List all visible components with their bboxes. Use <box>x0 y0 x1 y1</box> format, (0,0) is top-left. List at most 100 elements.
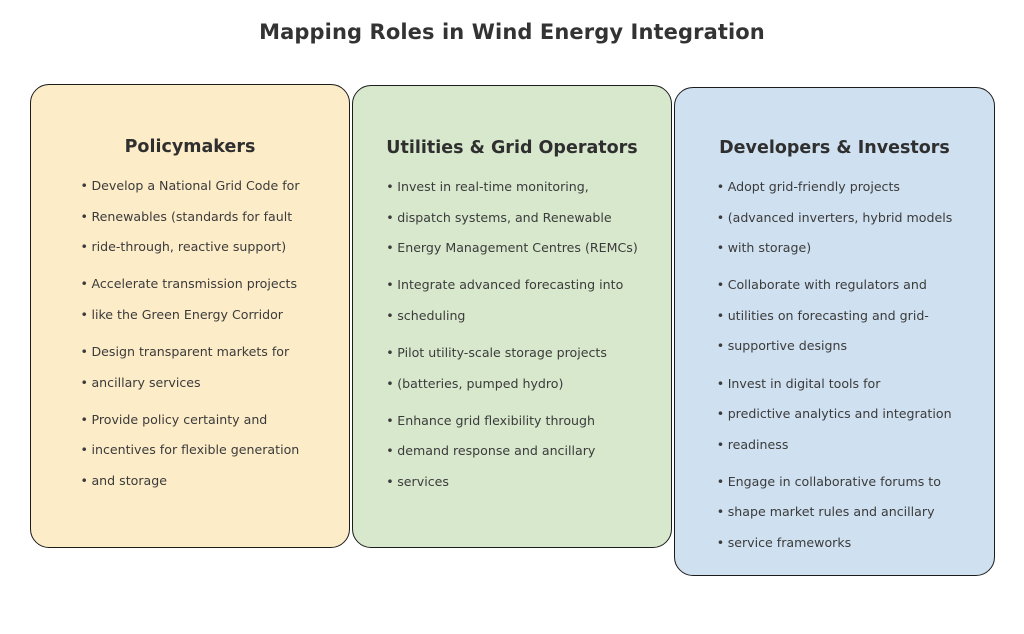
bullet-text: Renewables (standards for fault <box>91 208 293 224</box>
bullet-text: Invest in digital tools for <box>727 375 881 391</box>
bullet-dot-icon: • <box>716 473 725 489</box>
bullet-dot-icon: • <box>716 504 725 520</box>
bullet-text: supportive designs <box>727 338 848 354</box>
bullet-text: Energy Management Centres (REMCs) <box>397 240 638 256</box>
bullet-line: •Invest in digital tools for <box>717 369 953 400</box>
bullet-dot-icon: • <box>386 307 394 323</box>
bullet-text: shape market rules and ancillary <box>727 504 935 520</box>
bullet-line: •supportive designs <box>717 331 953 362</box>
bullet-line: •Accelerate transmission projects <box>80 269 299 300</box>
bullet-line: •service frameworks <box>717 528 953 559</box>
bullet-dot-icon: • <box>716 375 725 391</box>
panel-utilities: Utilities & Grid Operators •Invest in re… <box>352 85 672 548</box>
bullet-line: •Pilot utility-scale storage projects <box>386 338 638 369</box>
bullet-line: •Renewables (standards for fault <box>80 202 299 233</box>
bullet-text: readiness <box>727 436 789 452</box>
bullet-dot-icon: • <box>386 240 394 256</box>
bullet-inner-developers: •Adopt grid-friendly projects•(advanced … <box>717 172 953 559</box>
bullet-text: and storage <box>91 472 168 488</box>
bullet-dot-icon: • <box>716 307 725 323</box>
bullet-text: Integrate advanced forecasting into <box>397 277 624 293</box>
bullet-dot-icon: • <box>386 277 394 293</box>
bullet-text: Develop a National Grid Code for <box>91 178 300 193</box>
bullet-text: like the Green Energy Corridor <box>91 306 283 322</box>
page-title: Mapping Roles in Wind Energy Integration <box>259 20 765 44</box>
bullet-dot-icon: • <box>716 209 725 225</box>
bullet-text: with storage) <box>727 240 812 256</box>
bullet-line: •utilities on forecasting and grid- <box>717 301 953 332</box>
panel-heading-developers: Developers & Investors <box>719 138 950 158</box>
bullet-dot-icon: • <box>716 338 725 354</box>
bullet-dot-icon: • <box>80 178 88 193</box>
bullet-line: •readiness <box>717 430 953 461</box>
panel-policymakers: Policymakers •Develop a National Grid Co… <box>30 84 350 548</box>
bullet-line: •predictive analytics and integration <box>717 399 953 430</box>
bullet-dot-icon: • <box>386 344 394 360</box>
bullet-dot-icon: • <box>80 472 88 488</box>
bullet-dot-icon: • <box>80 276 88 292</box>
bullet-dot-icon: • <box>80 306 88 322</box>
bullet-group: •Enhance grid flexibility through•demand… <box>386 406 638 498</box>
bullet-dot-icon: • <box>716 535 725 551</box>
bullet-line: •Adopt grid-friendly projects <box>717 172 953 203</box>
bullet-block-utilities: •Invest in real-time monitoring,•dispatc… <box>353 172 671 497</box>
bullet-line: •incentives for flexible generation <box>80 435 299 466</box>
bullet-line: •(batteries, pumped hydro) <box>386 369 638 400</box>
bullet-group: •Pilot utility-scale storage projects•(b… <box>386 338 638 399</box>
panel-developers: Developers & Investors •Adopt grid-frien… <box>674 87 995 576</box>
bullet-dot-icon: • <box>386 443 394 459</box>
bullet-dot-icon: • <box>80 343 88 359</box>
bullet-line: •with storage) <box>717 233 953 264</box>
bullet-line: •Collaborate with regulators and <box>717 270 953 301</box>
bullet-dot-icon: • <box>80 374 88 390</box>
bullet-line: •dispatch systems, and Renewable <box>386 203 638 234</box>
bullet-line: •like the Green Energy Corridor <box>80 300 299 331</box>
bullet-text: (advanced inverters, hybrid models <box>727 209 953 225</box>
bullet-text: Provide policy certainty and <box>91 411 268 427</box>
bullet-dot-icon: • <box>80 411 88 427</box>
bullet-line: •shape market rules and ancillary <box>717 497 953 528</box>
bullet-group: •Provide policy certainty and•incentives… <box>80 405 299 497</box>
bullet-text: utilities on forecasting and grid- <box>727 307 929 323</box>
bullet-text: Pilot utility-scale storage projects <box>397 344 607 360</box>
bullet-group: •Integrate advanced forecasting into•sch… <box>386 270 638 331</box>
bullet-text: scheduling <box>397 307 466 323</box>
bullet-line: •Engage in collaborative forums to <box>717 467 953 498</box>
bullet-line: •Integrate advanced forecasting into <box>386 270 638 301</box>
bullet-text: Enhance grid flexibility through <box>397 412 595 428</box>
bullet-dot-icon: • <box>386 209 394 225</box>
bullet-group: •Develop a National Grid Code for•Renewa… <box>80 171 299 263</box>
bullet-group: •Design transparent markets for•ancillar… <box>80 337 299 398</box>
bullet-dot-icon: • <box>80 442 88 458</box>
bullet-line: •Design transparent markets for <box>80 337 299 368</box>
bullet-group: •Collaborate with regulators and•utiliti… <box>717 270 953 362</box>
bullet-line: •services <box>386 467 638 498</box>
bullet-dot-icon: • <box>386 412 394 428</box>
bullet-group: •Accelerate transmission projects•like t… <box>80 269 299 330</box>
bullet-inner-utilities: •Invest in real-time monitoring,•dispatc… <box>386 172 638 497</box>
bullet-text: Design transparent markets for <box>91 343 290 359</box>
bullet-line: •Energy Management Centres (REMCs) <box>386 233 638 264</box>
bullet-block-policymakers: •Develop a National Grid Code for•Renewa… <box>31 171 349 496</box>
bullet-text: incentives for flexible generation <box>91 442 300 458</box>
bullet-line: •Provide policy certainty and <box>80 405 299 436</box>
bullet-text: Engage in collaborative forums to <box>727 473 941 489</box>
bullet-inner-policymakers: •Develop a National Grid Code for•Renewa… <box>80 171 299 496</box>
bullet-dot-icon: • <box>716 277 725 293</box>
bullet-text: (batteries, pumped hydro) <box>397 375 564 391</box>
bullet-text: Collaborate with regulators and <box>727 277 927 293</box>
bullet-text: ancillary services <box>91 374 201 390</box>
bullet-text: demand response and ancillary <box>397 443 596 459</box>
bullet-group: •Adopt grid-friendly projects•(advanced … <box>717 172 953 264</box>
bullet-group: •Invest in digital tools for•predictive … <box>717 369 953 461</box>
bullet-dot-icon: • <box>386 179 394 194</box>
bullet-text: ride-through, reactive support) <box>91 239 287 255</box>
bullet-dot-icon: • <box>716 179 725 194</box>
bullet-text: Adopt grid-friendly projects <box>727 179 900 194</box>
panel-heading-utilities: Utilities & Grid Operators <box>386 138 638 158</box>
bullet-text: services <box>397 473 449 489</box>
bullet-line: •(advanced inverters, hybrid models <box>717 203 953 234</box>
bullet-dot-icon: • <box>386 375 394 391</box>
bullet-dot-icon: • <box>80 239 88 255</box>
bullet-group: •Invest in real-time monitoring,•dispatc… <box>386 172 638 264</box>
